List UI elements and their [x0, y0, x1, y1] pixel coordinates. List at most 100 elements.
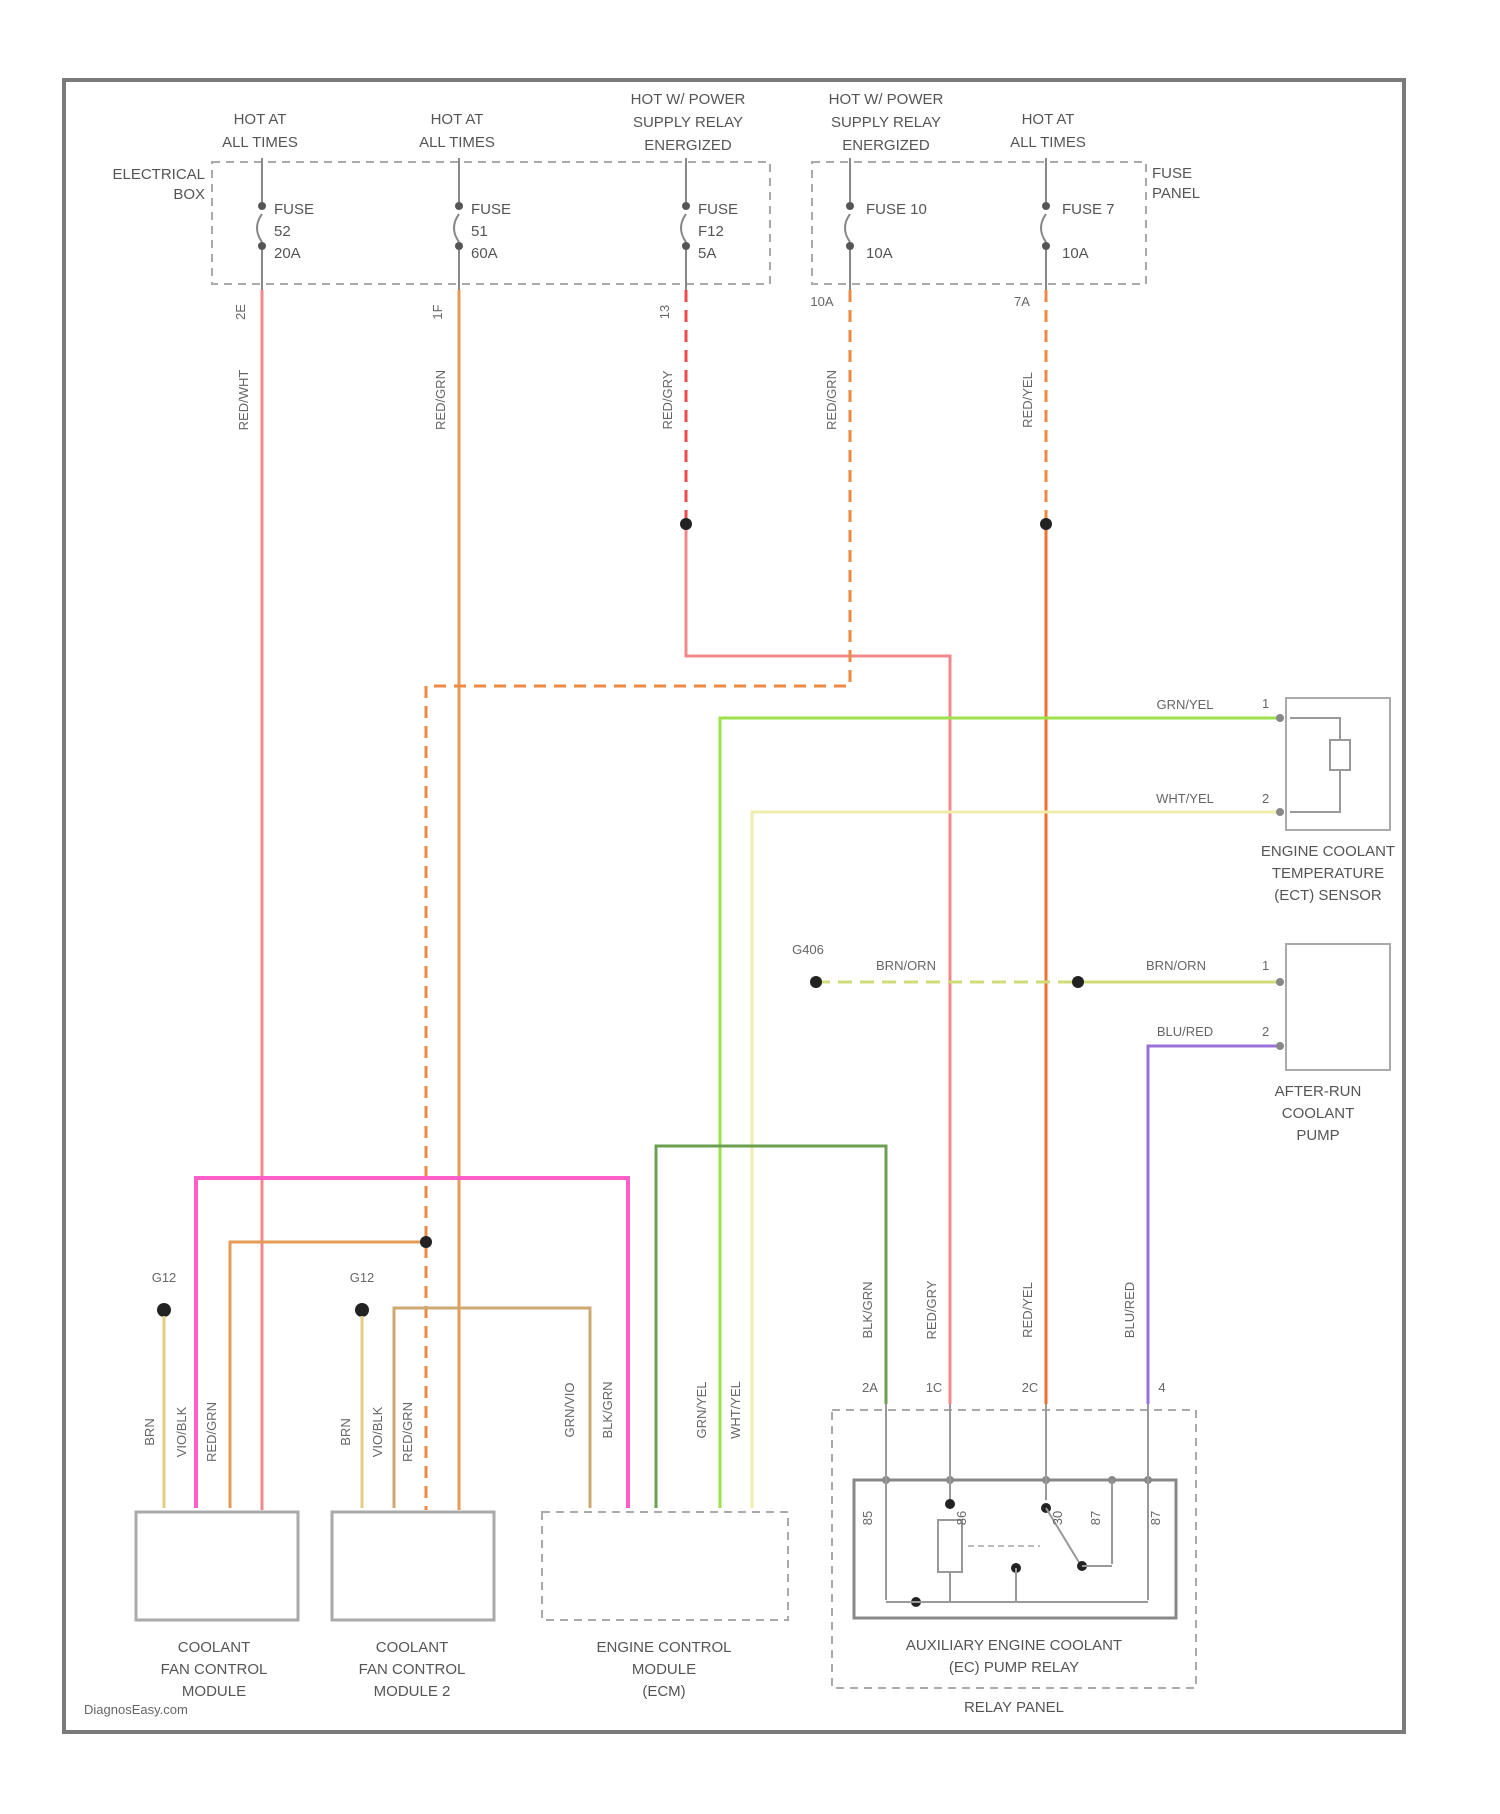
ect-sensor	[1276, 698, 1390, 830]
pump-label-1: AFTER-RUN	[1275, 1083, 1362, 1100]
splice-3	[1072, 976, 1084, 988]
ground-g12-1: G12	[152, 1270, 177, 1285]
svg-text:ALL TIMES: ALL TIMES	[222, 134, 298, 151]
mod-wire-label-3: RED/GRN	[204, 1402, 219, 1462]
relay-wire-label-4: BLU/RED	[1122, 1282, 1137, 1338]
svg-text:FUSE 10: FUSE 10	[866, 201, 927, 218]
wire-grn-yel-ect	[720, 718, 1280, 1508]
mod-wire-label-5: VIO/BLK	[370, 1406, 385, 1457]
wire-label-w4: RED/GRN	[824, 370, 839, 430]
svg-text:HOT AT: HOT AT	[1022, 111, 1075, 128]
svg-text:HOT AT: HOT AT	[431, 111, 484, 128]
relay-label-2: (EC) PUMP RELAY	[949, 1659, 1079, 1676]
svg-text:10A: 10A	[1062, 245, 1089, 262]
wire-label-w3: RED/GRY	[660, 370, 675, 429]
pin-ect2: 2	[1262, 791, 1269, 806]
fuse-panel-label-1: FUSE	[1152, 165, 1192, 182]
pin-f5: 7A	[1014, 294, 1030, 309]
mod-wire-label-10: WHT/YEL	[728, 1381, 743, 1439]
relay-inner-pin-86: 86	[954, 1511, 969, 1525]
pin-f3: 13	[657, 305, 672, 319]
svg-text:FUSE 7: FUSE 7	[1062, 201, 1115, 218]
pin-relay2: 1C	[926, 1380, 943, 1395]
relay-panel-label: RELAY PANEL	[964, 1699, 1064, 1716]
svg-text:52: 52	[274, 223, 291, 240]
wire-orange-branch	[230, 1242, 426, 1508]
pin-relay1: 2A	[862, 1380, 878, 1395]
ecm-label-1: ENGINE CONTROL	[596, 1639, 731, 1656]
relay-label-1: AUXILIARY ENGINE COOLANT	[906, 1637, 1122, 1654]
pin-f4: 10A	[810, 294, 833, 309]
relay-inner-pin-85: 85	[860, 1511, 875, 1525]
pump-label-2: COOLANT	[1282, 1105, 1355, 1122]
svg-text:HOT W/ POWER: HOT W/ POWER	[631, 91, 746, 108]
fan1-label-3: MODULE	[182, 1683, 246, 1700]
svg-text:SUPPLY RELAY: SUPPLY RELAY	[633, 114, 743, 131]
splice-1	[680, 518, 692, 530]
svg-text:ENERGIZED: ENERGIZED	[842, 137, 930, 154]
ect-sensor-label-3: (ECT) SENSOR	[1274, 887, 1382, 904]
diagram-border	[64, 80, 1404, 1732]
fuse-10: FUSE 10 10A	[845, 158, 927, 290]
svg-text:HOT W/ POWER: HOT W/ POWER	[829, 91, 944, 108]
svg-text:ALL TIMES: ALL TIMES	[419, 134, 495, 151]
wire-label-w2: RED/GRN	[433, 370, 448, 430]
fan1-label-2: FAN CONTROL	[161, 1661, 268, 1678]
ecm-label-2: MODULE	[632, 1661, 696, 1678]
engine-control-module	[542, 1512, 788, 1620]
electrical-box-label-2: BOX	[173, 186, 205, 203]
ecm-label-3: (ECM)	[642, 1683, 685, 1700]
mod-wire-label-8: BLK/GRN	[600, 1381, 615, 1438]
fan2-label-2: FAN CONTROL	[359, 1661, 466, 1678]
coolant-fan-module-2	[332, 1512, 494, 1620]
relay-inner-pin-30: 30	[1050, 1511, 1065, 1525]
svg-text:HOT AT: HOT AT	[234, 111, 287, 128]
fan1-label-1: COOLANT	[178, 1639, 251, 1656]
wire-label-pump-top2: BRN/ORN	[1146, 958, 1206, 973]
relay-wire-label-3: RED/YEL	[1020, 1282, 1035, 1338]
wire-blu-red-pump	[1148, 1046, 1280, 1404]
svg-text:FUSE: FUSE	[698, 201, 738, 218]
svg-text:20A: 20A	[274, 245, 301, 262]
mod-wire-label-4: BRN	[338, 1418, 353, 1445]
wire-label-ect-bot: WHT/YEL	[1156, 791, 1214, 806]
splice-4	[420, 1236, 432, 1248]
relay-wire-label-2: RED/GRY	[924, 1280, 939, 1339]
mod-wire-label-1: BRN	[142, 1418, 157, 1445]
pin-pump2: 2	[1262, 1024, 1269, 1039]
svg-text:FUSE: FUSE	[274, 201, 314, 218]
svg-text:ALL TIMES: ALL TIMES	[1010, 134, 1086, 151]
ground-g12-1-point	[157, 1303, 171, 1317]
splice-2	[1040, 518, 1052, 530]
ect-sensor-label-2: TEMPERATURE	[1272, 865, 1384, 882]
wire-label-ect-top: GRN/YEL	[1156, 697, 1213, 712]
pump-label-3: PUMP	[1296, 1127, 1339, 1144]
pin-relay4: 4	[1158, 1380, 1165, 1395]
fuse-f12: FUSE F12 5A	[681, 158, 738, 290]
fuse-panel-outline	[812, 162, 1146, 284]
pin-relay3: 2C	[1022, 1380, 1039, 1395]
wire-label-pump-top: BRN/ORN	[876, 958, 936, 973]
fuse-7: FUSE 7 10A	[1041, 158, 1115, 290]
relay-wire-label-1: BLK/GRN	[860, 1281, 875, 1338]
ground-g12-2-point	[355, 1303, 369, 1317]
coolant-fan-module-1	[136, 1512, 298, 1620]
pin-f1: 2E	[233, 304, 248, 320]
svg-text:ENERGIZED: ENERGIZED	[644, 137, 732, 154]
svg-text:51: 51	[471, 223, 488, 240]
after-run-coolant-pump	[1276, 944, 1390, 1070]
mod-wire-label-9: GRN/YEL	[694, 1381, 709, 1438]
ground-g12-2: G12	[350, 1270, 375, 1285]
wire-label-pump-bot: BLU/RED	[1157, 1024, 1213, 1039]
svg-text:5A: 5A	[698, 245, 716, 262]
wire-red-grn-dashed	[426, 290, 850, 1510]
pin-f2: 1F	[430, 304, 445, 319]
fuse-panel-label-2: PANEL	[1152, 185, 1200, 202]
power-source-2: HOT AT ALL TIMES	[419, 111, 495, 151]
watermark: DiagnosEasy.com	[84, 1702, 188, 1717]
wire-wht-yel-ect	[752, 812, 1280, 1508]
power-source-4: HOT W/ POWER SUPPLY RELAY ENERGIZED	[829, 91, 944, 154]
ground-g406: G406	[792, 942, 824, 957]
wire-blk-grn	[656, 1146, 886, 1508]
